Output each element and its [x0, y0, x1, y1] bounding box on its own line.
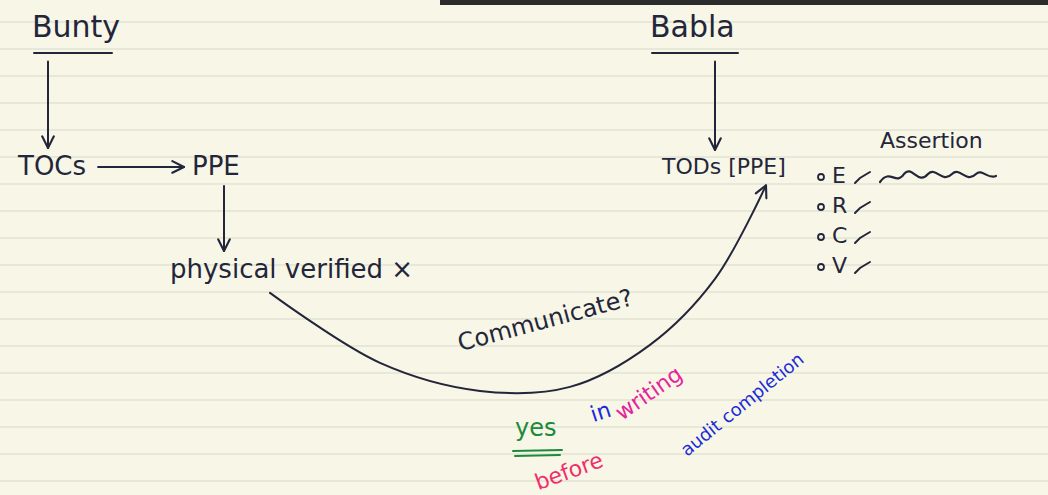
bullet	[818, 264, 824, 270]
double-underline	[513, 450, 562, 451]
note-term: PPE	[192, 152, 240, 182]
note-label: in	[587, 397, 614, 427]
note-label: C	[832, 223, 847, 248]
bullet	[818, 234, 824, 240]
ruled-line	[0, 454, 1048, 455]
photo-edge	[440, 0, 1048, 5]
note-label: before	[531, 447, 606, 495]
double-underline	[515, 455, 560, 456]
note-term: TODs [PPE]	[662, 154, 786, 179]
tick-mark	[855, 202, 870, 213]
node-text: Babla	[650, 10, 735, 45]
tick-mark	[855, 232, 870, 243]
bullets	[818, 174, 824, 270]
note-label: E	[832, 163, 846, 188]
ruled-line	[0, 22, 1048, 23]
bullet	[818, 204, 824, 210]
ruled-line	[0, 238, 1048, 239]
ruled-line	[0, 265, 1048, 266]
edge-label: Communicate?	[455, 284, 636, 357]
note-label: yes	[515, 415, 556, 443]
note-label: V	[832, 253, 847, 278]
tick-mark	[855, 262, 870, 273]
underline	[652, 52, 738, 54]
ruled-line	[0, 76, 1048, 77]
note-label: audit completion	[677, 349, 808, 461]
note-term: physical verified ×	[170, 255, 413, 285]
node-text: PPE	[192, 152, 240, 182]
ruled-line	[0, 103, 1048, 104]
ticks	[855, 172, 870, 273]
note-label: R	[832, 193, 847, 218]
note-label: writing	[610, 361, 687, 425]
note-term: Babla	[650, 10, 735, 45]
ruled-line	[0, 157, 1048, 158]
ruled-lines	[0, 22, 1048, 481]
ruled-line	[0, 346, 1048, 347]
scribble	[880, 171, 996, 182]
note-term: Bunty	[32, 10, 120, 45]
node-text: physical verified ×	[170, 255, 413, 285]
hand-arrow	[47, 62, 49, 149]
ruled-line	[0, 481, 1048, 482]
hand-arrow	[223, 186, 225, 251]
ruled-line	[0, 400, 1048, 401]
tick-mark	[855, 172, 870, 183]
node-text: TODs [PPE]	[662, 154, 786, 179]
hand-arrow	[98, 166, 184, 168]
underline	[34, 52, 112, 54]
ruled-line	[0, 373, 1048, 374]
ruled-line	[0, 292, 1048, 293]
ruled-line	[0, 184, 1048, 185]
node-text: TOCs	[18, 152, 86, 182]
note-term: TOCs	[18, 152, 86, 182]
node-text: Bunty	[32, 10, 120, 45]
hand-arrow	[714, 62, 716, 151]
bullet	[818, 174, 824, 180]
ruled-line	[0, 49, 1048, 50]
ruled-line	[0, 211, 1048, 212]
note-label: Assertion	[880, 128, 983, 153]
hand-arrow	[270, 185, 766, 393]
